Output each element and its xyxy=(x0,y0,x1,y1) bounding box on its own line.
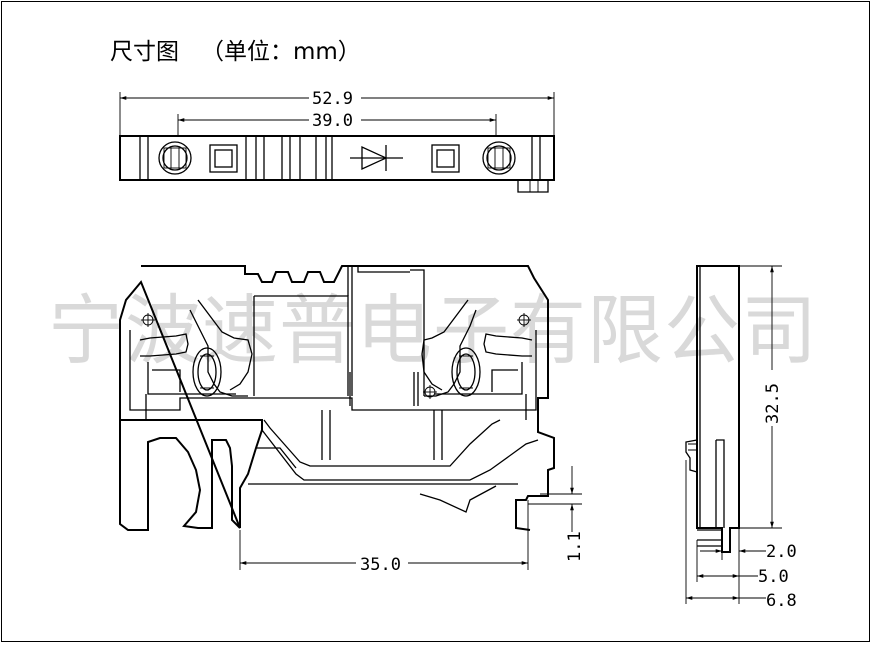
dim-label-front-rail: 35.0 xyxy=(360,555,401,575)
dim-label-side-a: 2.0 xyxy=(766,542,797,562)
watermark-text: 宁波速普电子有限公司 xyxy=(48,286,818,375)
dim-label-side-b: 5.0 xyxy=(758,567,789,587)
front-view: 35.0 1.1 xyxy=(119,265,585,575)
top-view: 52.9 39.0 xyxy=(119,88,555,193)
title-text: 尺寸图 xyxy=(110,39,179,65)
dim-label-front-foot: 1.1 xyxy=(565,531,585,562)
dim-label-top-overall: 52.9 xyxy=(312,89,353,109)
dim-label-side-height: 32.5 xyxy=(763,383,783,424)
drawing-title: 尺寸图 （单位：mm） xyxy=(110,32,361,66)
dim-label-side-c: 6.8 xyxy=(766,591,797,611)
title-unit: （单位：mm） xyxy=(201,39,361,65)
side-view: 32.5 2.0 5.0 6.8 xyxy=(685,265,797,611)
dim-label-top-pitch: 39.0 xyxy=(312,111,353,131)
